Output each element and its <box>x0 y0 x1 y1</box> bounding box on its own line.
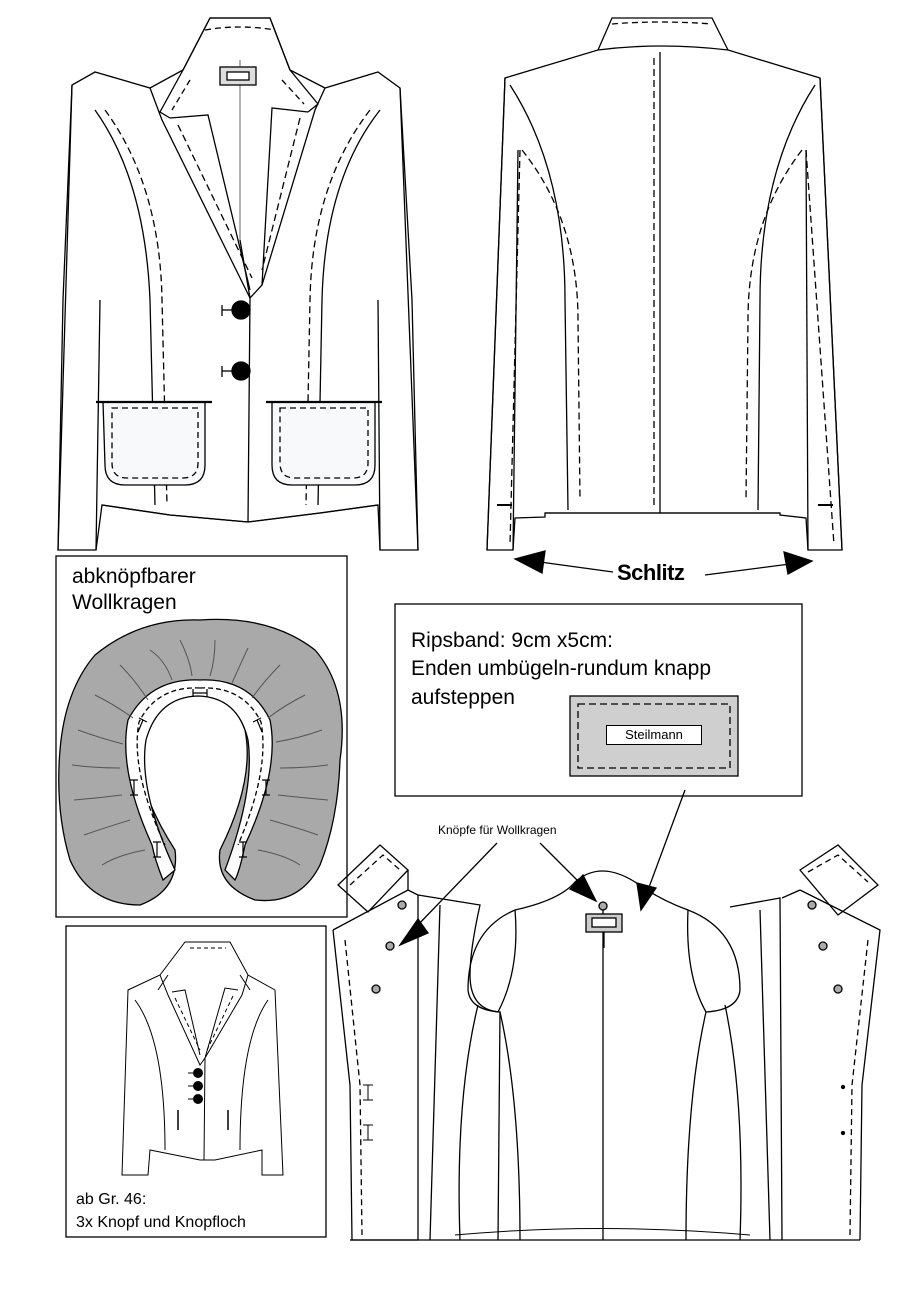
ripsband-line3: aufsteppen <box>411 686 515 709</box>
pocket-right <box>271 401 376 486</box>
size-note-line1: ab Gr. 46: <box>76 1191 147 1208</box>
collar-title-line1: abknöpfbarer <box>72 565 196 588</box>
ripsband-line2: Enden umbügeln-rundum knapp <box>411 657 712 680</box>
jacket-back <box>486 17 843 576</box>
pocket-left <box>102 401 206 486</box>
ripsband-panel <box>394 603 803 797</box>
button <box>193 1094 203 1104</box>
button <box>193 1068 203 1078</box>
button <box>231 361 251 381</box>
jacket-small-drawing <box>121 941 284 1176</box>
collar-panel <box>55 555 348 918</box>
collar-title-line2: Wollkragen <box>72 591 177 614</box>
jacket-front <box>57 17 419 551</box>
pattern-pieces <box>332 789 881 1241</box>
size-panel <box>65 925 327 1238</box>
size-note-line2: 3x Knopf und Knopfloch <box>76 1214 246 1231</box>
buttons-note: Knöpfe für Wollkragen <box>438 823 557 837</box>
button <box>193 1081 203 1091</box>
brand-label: Steilmann <box>606 725 702 745</box>
button <box>231 300 251 320</box>
wool-collar-drawing <box>58 618 343 906</box>
ripsband-line1: Ripsband: 9cm x5cm: <box>411 629 613 652</box>
schlitz-label: Schlitz <box>617 560 685 585</box>
